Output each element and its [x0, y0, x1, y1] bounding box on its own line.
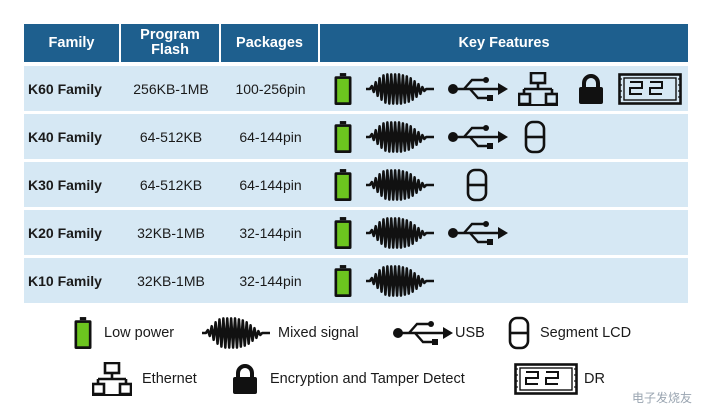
- legend-usb-label: USB: [455, 325, 485, 341]
- packages-value: 100-256pin: [235, 80, 306, 97]
- battery-icon: [72, 316, 94, 350]
- usb-icon: [448, 220, 508, 246]
- header-family: Family: [24, 24, 121, 62]
- waveform-icon: [366, 72, 434, 106]
- family-name: K60 Family: [28, 80, 102, 97]
- waveform-icon: [366, 216, 434, 250]
- usb-icon: [448, 124, 508, 150]
- key-features-cell: [320, 66, 688, 111]
- segment-lcd-icon: [466, 168, 488, 202]
- segment-lcd-icon: [524, 120, 546, 154]
- legend-low-power: Low power: [72, 316, 174, 350]
- battery-icon: [332, 120, 354, 154]
- table-row: K20 Family 32KB-1MB 32-144pin: [24, 210, 688, 255]
- table-header: Family Program Flash Packages Key Featur…: [24, 24, 688, 62]
- legend-segment-lcd-label: Segment LCD: [540, 325, 632, 341]
- family-name: K20 Family: [28, 224, 102, 241]
- header-packages: Packages: [221, 24, 320, 62]
- legend-segment-lcd: Segment LCD: [508, 316, 631, 350]
- table-row: K10 Family 32KB-1MB 32-144pin: [24, 258, 688, 303]
- table-row: K60 Family 256KB-1MB 100-256pin: [24, 66, 688, 111]
- watermark: 电子发烧友: [631, 391, 692, 405]
- program-flash-value: 32KB-1MB: [137, 224, 205, 241]
- usb-icon: [393, 320, 453, 346]
- waveform-icon: [366, 168, 434, 202]
- legend-mixed-signal: Mixed signal: [202, 316, 359, 350]
- table-row: K30 Family 64-512KB 64-144pin: [24, 162, 688, 207]
- lock-icon: [232, 362, 258, 396]
- table-row: K40 Family 64-512KB 64-144pin: [24, 114, 688, 159]
- usb-icon: [448, 76, 508, 102]
- family-name: K10 Family: [28, 272, 102, 289]
- program-flash-value: 256KB-1MB: [133, 80, 209, 97]
- family-name: K40 Family: [28, 128, 102, 145]
- program-flash-value: 32KB-1MB: [137, 272, 205, 289]
- legend-mixed-signal-label: Mixed signal: [278, 325, 359, 341]
- legend-display-label: DR: [584, 371, 605, 387]
- legend-encryption: Encryption and Tamper Detect: [232, 362, 465, 396]
- ethernet-icon: [92, 362, 132, 396]
- segment-lcd-icon: [508, 316, 530, 350]
- family-table: Family Program Flash Packages Key Featur…: [24, 24, 688, 303]
- eink-display-icon: [618, 72, 682, 106]
- waveform-icon: [366, 264, 434, 298]
- program-flash-value: 64-512KB: [139, 128, 203, 145]
- key-features-cell: [320, 114, 688, 159]
- packages-value: 64-144pin: [239, 128, 302, 145]
- packages-value: 32-144pin: [239, 224, 302, 241]
- battery-icon: [332, 168, 354, 202]
- eink-display-icon: [514, 362, 578, 396]
- legend-ethernet: Ethernet: [92, 362, 197, 396]
- family-name: K30 Family: [28, 176, 102, 193]
- key-features-cell: [320, 210, 688, 255]
- waveform-icon: [366, 120, 434, 154]
- header-key-features: Key Features: [320, 24, 688, 62]
- battery-icon: [332, 216, 354, 250]
- key-features-cell: [320, 258, 688, 303]
- legend-ethernet-label: Ethernet: [142, 371, 197, 387]
- ethernet-icon: [518, 72, 558, 106]
- legend-usb: USB: [393, 320, 485, 346]
- legend-low-power-label: Low power: [104, 325, 175, 341]
- packages-value: 32-144pin: [239, 272, 302, 289]
- battery-icon: [332, 72, 354, 106]
- packages-value: 64-144pin: [239, 176, 302, 193]
- header-program-flash: Program Flash: [121, 24, 221, 62]
- lock-icon: [578, 72, 604, 106]
- key-features-cell: [320, 162, 688, 207]
- battery-icon: [332, 264, 354, 298]
- program-flash-value: 64-512KB: [139, 176, 203, 193]
- legend-display: DR: [514, 362, 605, 396]
- waveform-icon: [202, 316, 270, 350]
- legend-encryption-label: Encryption and Tamper Detect: [270, 371, 465, 387]
